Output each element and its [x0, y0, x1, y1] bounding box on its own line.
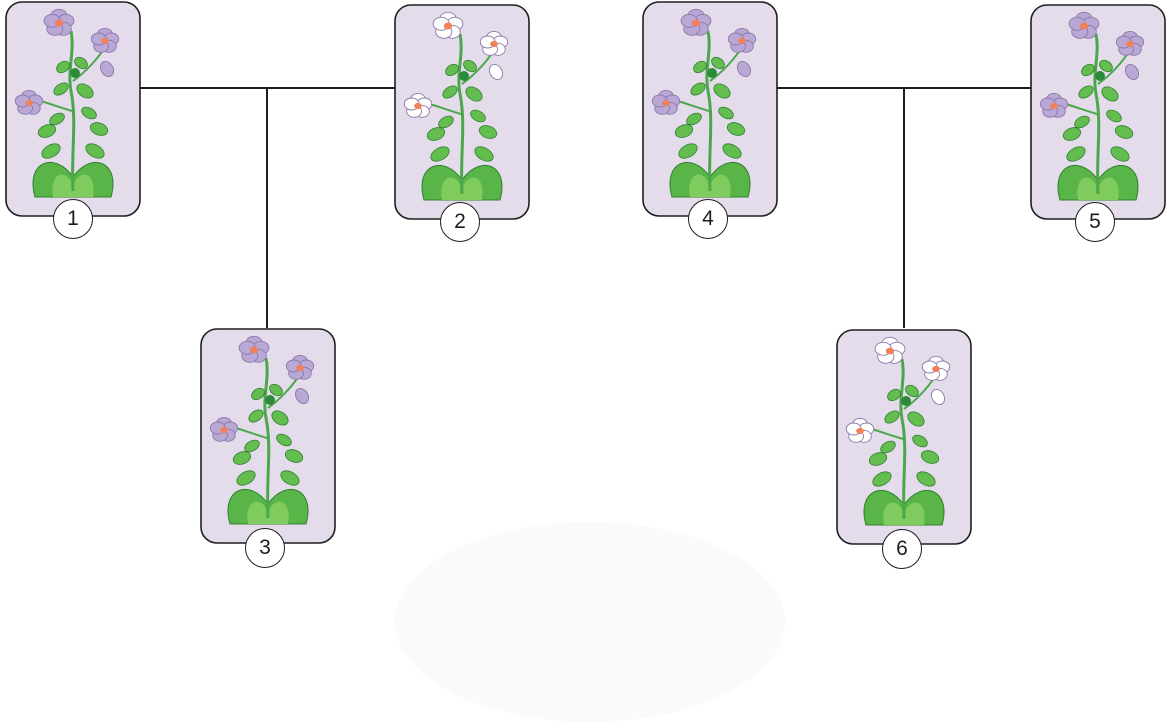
plant-card-2: 2 [394, 4, 530, 242]
pea-plant-purple-icon [5, 1, 141, 217]
pea-plant-white-icon [394, 4, 530, 220]
plant-card-1: 1 [5, 1, 141, 239]
plant-card-5: 5 [1030, 4, 1166, 242]
plant-number-badge: 4 [688, 199, 728, 239]
plant-number-badge: 6 [882, 529, 922, 569]
plant-number-badge: 5 [1075, 202, 1115, 242]
plant-number-badge: 2 [440, 202, 480, 242]
pedigree-diagram: 1 2 3 4 5 6 [5, 1, 1166, 569]
plant-card-6: 6 [836, 329, 972, 569]
plant-card-3: 3 [200, 328, 336, 568]
pea-plant-purple-icon [200, 328, 336, 544]
pea-plant-white-icon [836, 329, 972, 545]
pea-plant-purple-icon [642, 1, 778, 217]
cross-lines [140, 87, 1032, 328]
plant-number-badge: 3 [245, 528, 285, 568]
plant-card-4: 4 [642, 1, 778, 239]
pea-plant-purple-icon [1030, 4, 1166, 220]
plant-number-badge: 1 [53, 199, 93, 239]
